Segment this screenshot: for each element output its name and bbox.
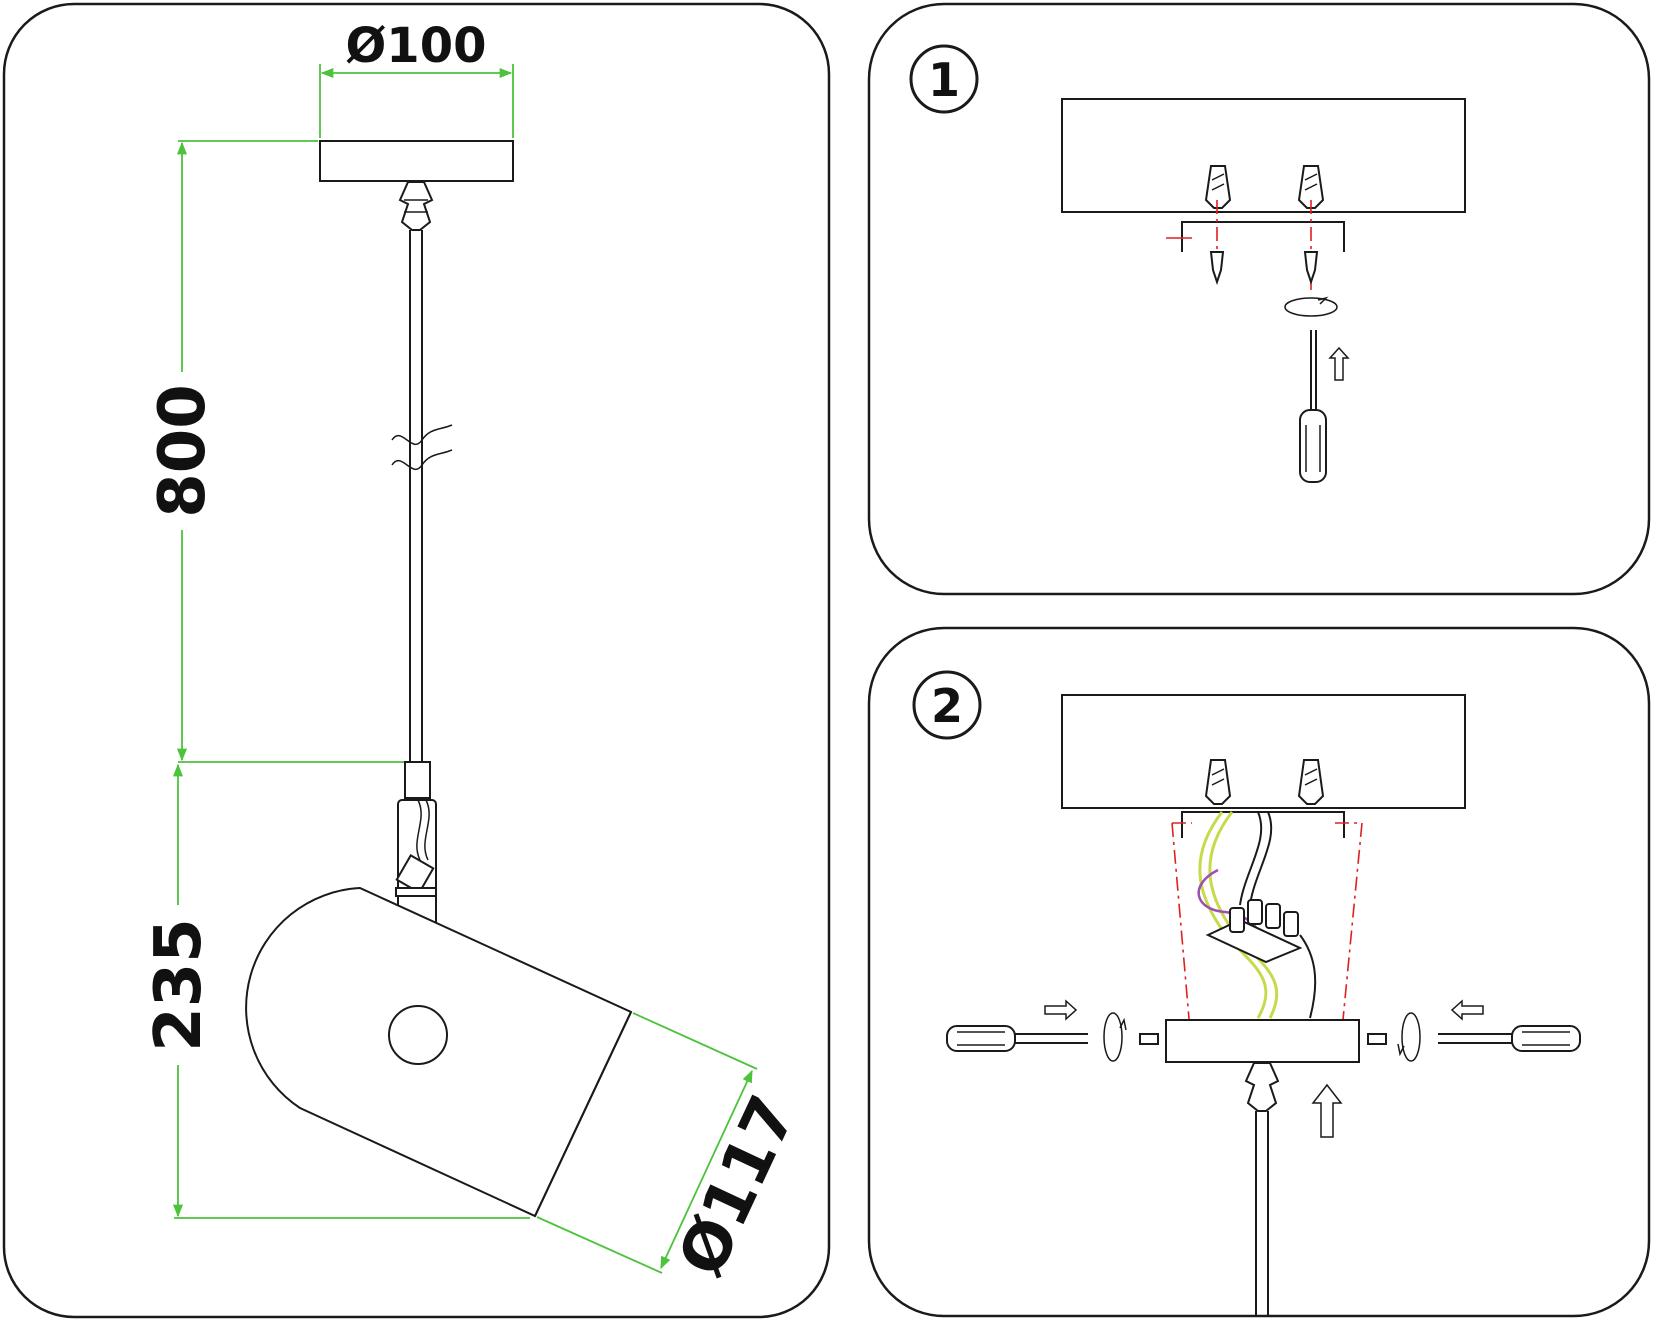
dimension-cable-length: 800 bbox=[146, 384, 220, 518]
screwdriver-right-icon bbox=[1438, 1025, 1581, 1052]
cable-gland bbox=[398, 181, 434, 231]
canopy-screw-right bbox=[1367, 1033, 1387, 1045]
screw-right bbox=[1303, 251, 1319, 286]
screwdriver-left-icon bbox=[946, 1025, 1088, 1052]
push-up-arrow-icon bbox=[1328, 346, 1350, 381]
screw-left bbox=[1209, 251, 1225, 286]
wall-plug-right bbox=[1297, 759, 1325, 805]
dimension-body-height: 235 bbox=[142, 918, 216, 1052]
step-1-badge bbox=[909, 44, 979, 114]
canopy-screw-left bbox=[1139, 1033, 1159, 1045]
wall-plug-right bbox=[1297, 165, 1325, 209]
dimension-canopy-diameter: Ø100 bbox=[346, 18, 487, 74]
rotate-icon-left bbox=[1103, 1012, 1123, 1062]
ceiling-canopy bbox=[1165, 1019, 1360, 1063]
mounting-bracket bbox=[1181, 811, 1345, 838]
cable-sleeve bbox=[404, 761, 431, 799]
step-2-number: 2 bbox=[931, 679, 963, 733]
mounting-bracket bbox=[1181, 221, 1345, 252]
wall-plug-left bbox=[1204, 165, 1232, 209]
screwdriver-icon bbox=[1299, 330, 1327, 483]
pivot-knob bbox=[388, 1005, 448, 1065]
push-left-arrow-icon bbox=[1450, 999, 1484, 1021]
rotate-icon bbox=[1284, 297, 1338, 317]
ceiling-canopy bbox=[319, 140, 514, 182]
step-2-panel: 2 bbox=[867, 626, 1651, 1318]
cable-gland bbox=[1244, 1062, 1280, 1112]
step-1-panel: 1 bbox=[867, 2, 1651, 596]
wall-plug-left bbox=[1204, 759, 1232, 805]
step-2-badge bbox=[912, 670, 982, 740]
ceiling-block bbox=[1061, 98, 1466, 213]
ceiling-block bbox=[1061, 694, 1466, 809]
push-up-arrow-icon bbox=[1311, 1083, 1343, 1138]
terminal-block bbox=[1205, 899, 1303, 964]
push-right-arrow-icon bbox=[1044, 999, 1078, 1021]
rotate-icon-right bbox=[1401, 1012, 1421, 1062]
dimension-panel: Ø100 800 235 Ø117 bbox=[2, 2, 831, 1319]
step-1-number: 1 bbox=[928, 53, 960, 107]
